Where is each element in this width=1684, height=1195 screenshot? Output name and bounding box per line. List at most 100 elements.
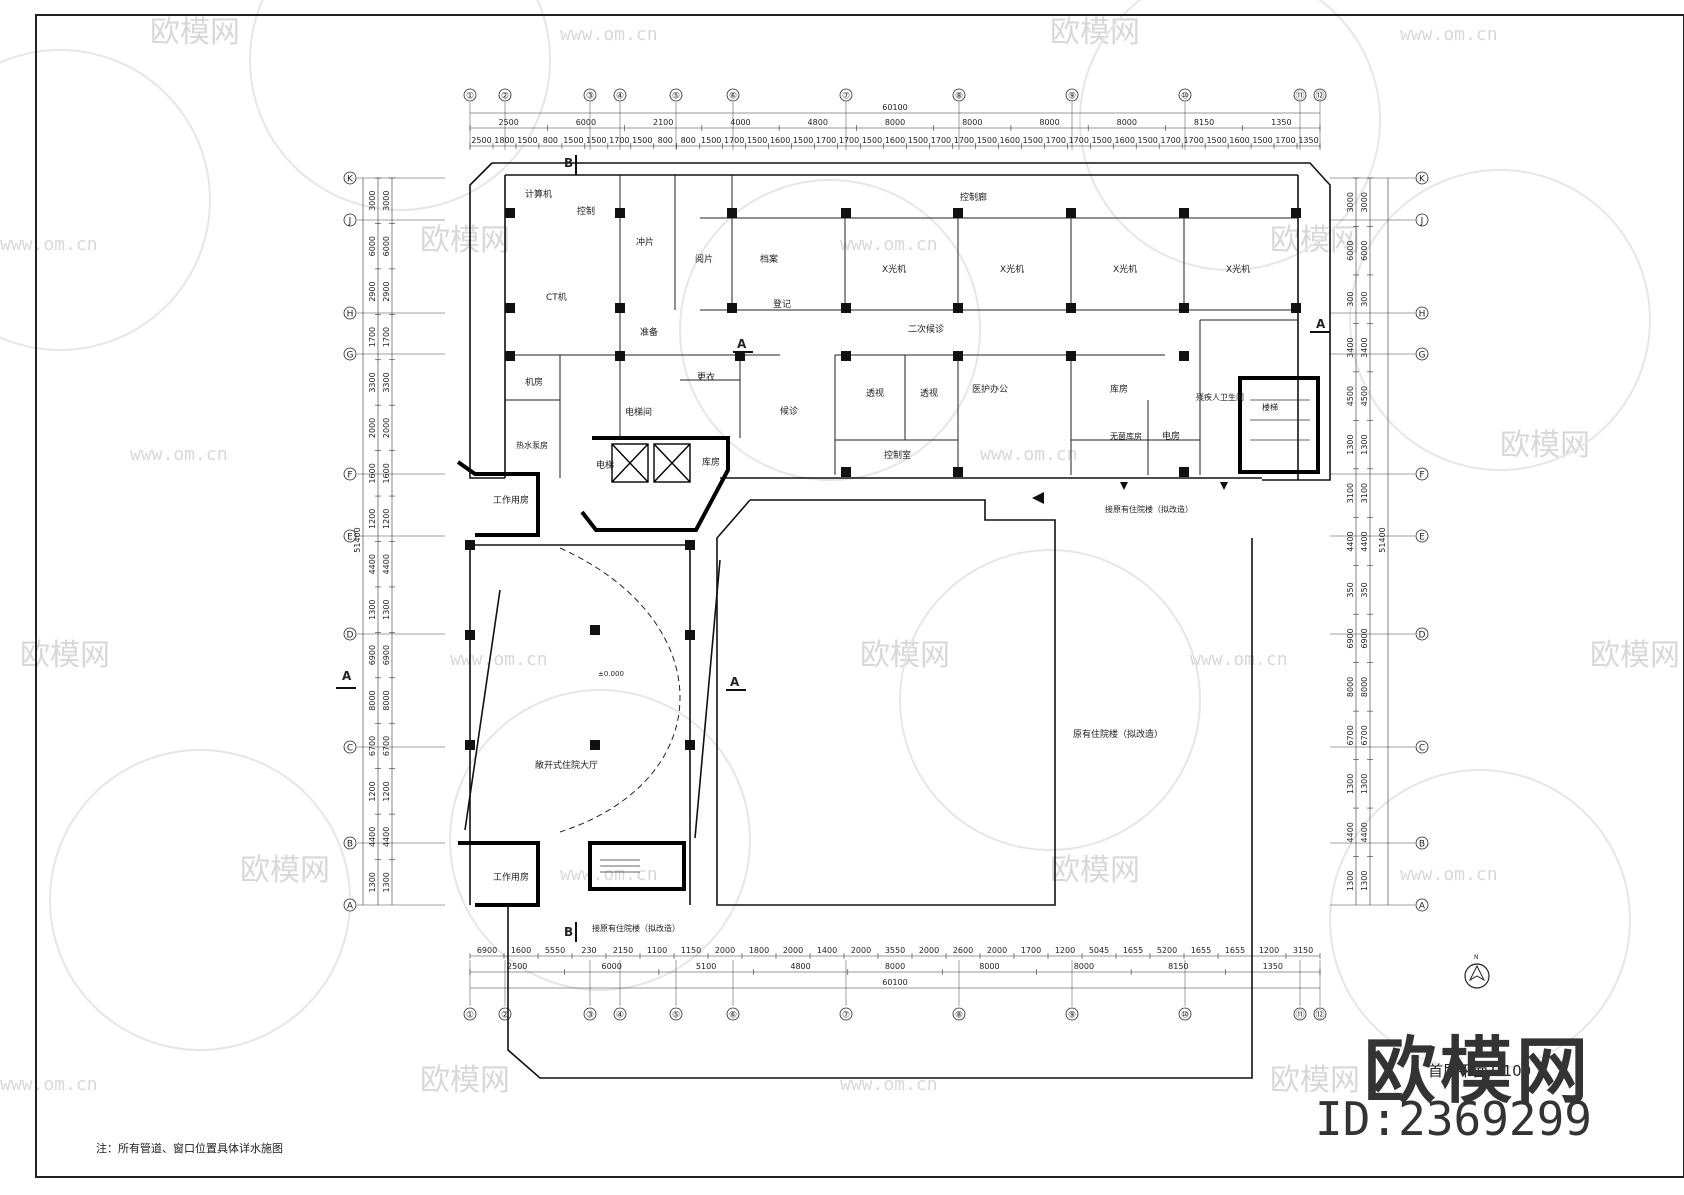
dim-label: 2000	[919, 946, 939, 955]
watermark-logo: 欧模网	[240, 853, 330, 888]
room-ct: CT机	[546, 291, 567, 303]
structural-column	[1179, 208, 1189, 218]
dim-label: 2000	[382, 418, 391, 438]
dim-label: 8000	[1117, 118, 1137, 127]
watermark-logo: 欧模网	[1270, 223, 1360, 258]
dim-label: 1600	[1229, 136, 1249, 145]
grid-col-label: ⑦	[842, 1011, 850, 1021]
room-disabled-wc: 残疾人卫生间	[1196, 392, 1244, 402]
grid-col-label: ①	[466, 92, 474, 102]
grid-bubble	[726, 88, 740, 102]
grid-bubble	[1313, 1007, 1327, 1021]
room-fluoro-2: 透视	[920, 387, 938, 399]
dim-label: 3100	[1346, 483, 1355, 503]
room-waiting: 候诊	[780, 405, 798, 417]
structural-column	[953, 351, 963, 361]
watermark-url: www.om.cn	[0, 1074, 98, 1095]
arrow-icon	[1120, 482, 1128, 490]
grid-col-label: ⑦	[842, 92, 850, 102]
structural-columns	[465, 208, 1301, 750]
structural-column	[841, 351, 851, 361]
room-work-top: 工作用房	[493, 494, 529, 506]
dim-label: 1600	[382, 463, 391, 483]
drawing-title: 首层平面1:100	[1428, 1062, 1532, 1080]
grid-col-label: ②	[501, 92, 509, 102]
grid-bubble	[1415, 898, 1429, 912]
grid-col-label: ⑥	[729, 92, 737, 102]
dim-label: 6700	[1360, 725, 1369, 745]
dim-label: 1700	[368, 327, 377, 347]
room-control: 控制	[577, 205, 595, 217]
grid-bubble	[1415, 171, 1429, 185]
room-connect-bottom: 接原有住院楼（拟改造）	[592, 923, 680, 933]
dim-label: 1500	[517, 136, 537, 145]
dim-label: 6700	[368, 736, 377, 756]
dim-label: 4000	[730, 118, 750, 127]
core-walls	[456, 376, 1320, 907]
watermark-ring	[449, 689, 751, 991]
watermark-url: www.om.cn	[130, 444, 228, 465]
dim-label: 800	[681, 136, 696, 145]
watermark-logo: 欧模网	[860, 638, 950, 673]
grid-row-label: F	[347, 471, 352, 481]
structural-column	[590, 625, 600, 635]
dim-label: 1300	[1360, 434, 1369, 454]
dim-label: 1655	[1225, 946, 1245, 955]
grid-bubble	[1415, 467, 1429, 481]
grid-col-label: ①	[466, 1011, 474, 1021]
dim-label: 1655	[1123, 946, 1143, 955]
structural-column	[615, 351, 625, 361]
room-work-bottom: 工作用房	[493, 871, 529, 883]
grid-bubble	[343, 213, 357, 227]
section-a-right: A	[1316, 317, 1326, 331]
watermark-ring	[249, 0, 551, 211]
dim-label: 800	[543, 136, 558, 145]
dim-label: 1600	[770, 136, 790, 145]
dim-label: 1700	[382, 327, 391, 347]
dim-label: 8000	[1039, 118, 1059, 127]
dim-label: 3150	[1293, 946, 1313, 955]
dim-label: 2150	[613, 946, 633, 955]
elevator-core	[580, 436, 730, 532]
dim-label: 2500	[471, 136, 491, 145]
grid-bubble	[1065, 88, 1079, 102]
elevators	[611, 443, 691, 483]
watermark-logo: 欧模网	[420, 1063, 510, 1098]
section-marks: A A A A B B	[336, 155, 1330, 942]
section-b-top: B	[564, 156, 573, 170]
watermark-url: www.om.cn	[1400, 864, 1498, 885]
room-view: 阅片	[695, 253, 713, 265]
grid-col-label: ④	[616, 92, 624, 102]
dim-label: 1700	[839, 136, 859, 145]
dim-label: 1700	[1021, 946, 1041, 955]
grid-bubble	[1415, 836, 1429, 850]
grid-col-label: ⑫	[1315, 1010, 1324, 1021]
dim-label: 6000	[1346, 241, 1355, 261]
grid-col-label: ③	[586, 1011, 594, 1021]
watermark-url: www.om.cn	[560, 864, 658, 885]
grid-col-label: ⑥	[729, 1011, 737, 1021]
dim-label: 4400	[368, 554, 377, 574]
dim-label: 1600	[511, 946, 531, 955]
structural-column	[727, 303, 737, 313]
dim-label: 4500	[1346, 386, 1355, 406]
north-label: N	[1474, 954, 1479, 961]
grid-row-label: J	[1420, 217, 1424, 227]
dim-label: 1700	[724, 136, 744, 145]
dim-label: 2900	[382, 281, 391, 301]
watermark-url: www.om.cn	[1400, 24, 1498, 45]
grid-col-label: ⑧	[955, 92, 963, 102]
dim-label: 1500	[862, 136, 882, 145]
room-sterile: 无菌库房	[1110, 431, 1142, 441]
watermark-ring	[49, 749, 351, 1051]
grid-row-label: E	[1419, 533, 1425, 543]
dim-label: 1700	[609, 136, 629, 145]
dim-label: 8150	[1194, 118, 1214, 127]
grid-bubble	[1415, 306, 1429, 320]
watermark-ring	[1329, 769, 1631, 1071]
elevator-car	[653, 443, 691, 483]
grid-bubble	[669, 88, 683, 102]
dim-overall-top: 60100	[882, 103, 907, 112]
